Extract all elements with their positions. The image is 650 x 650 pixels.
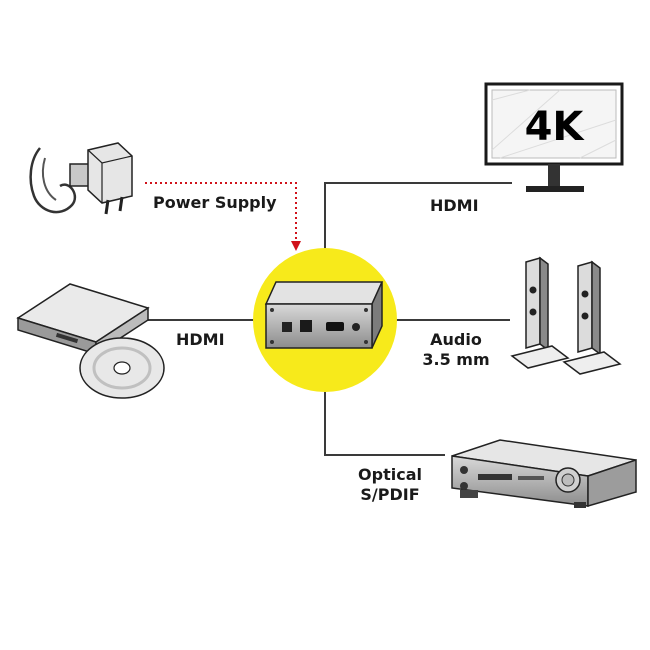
label-optical-line1: Optical [358,465,422,484]
label-optical-line2: S/PDIF [360,485,420,504]
connection-lines [145,182,512,456]
label-power-supply: Power Supply [153,193,277,212]
label-optical: Optical S/PDIF [352,465,428,505]
av-receiver-icon [451,439,637,508]
label-audio-line1: Audio [430,330,482,349]
monitor-screen-text: 4K [525,104,586,150]
converter-device [264,281,384,349]
speakers-icon [510,256,622,375]
label-audio-line2: 3.5 mm [422,350,490,369]
label-hdmi-in: HDMI [176,330,225,349]
label-hdmi-out: HDMI [430,196,479,215]
label-audio: Audio 3.5 mm [418,330,494,370]
line-optical [324,392,445,456]
line-hdmi-out [324,182,512,250]
disc-icon [79,337,165,399]
power-supply-icon [29,142,133,215]
monitor-icon: 4K [484,82,624,192]
line-power [145,182,301,251]
